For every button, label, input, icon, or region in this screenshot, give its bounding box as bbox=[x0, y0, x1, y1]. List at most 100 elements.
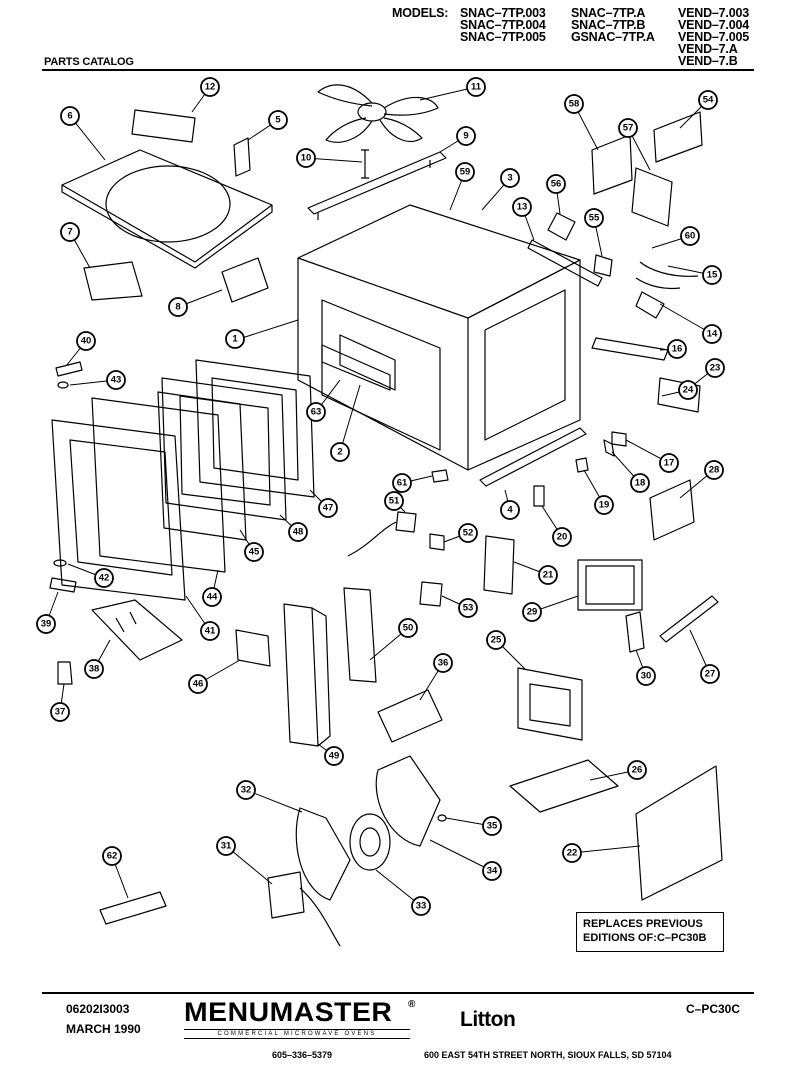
callout-31: 31 bbox=[216, 836, 236, 856]
part-transformer bbox=[517, 667, 583, 741]
part-rail-13 bbox=[527, 239, 603, 287]
callout-17: 17 bbox=[659, 453, 679, 473]
callout-60: 60 bbox=[680, 226, 700, 246]
callout-28: 28 bbox=[704, 460, 724, 480]
model-item: SNAC–7TP.004 bbox=[460, 18, 546, 32]
svg-text:9: 9 bbox=[463, 131, 468, 142]
svg-text:14: 14 bbox=[707, 329, 718, 340]
doc-date: MARCH 1990 bbox=[66, 1022, 141, 1036]
part-53 bbox=[419, 581, 443, 607]
part-36 bbox=[377, 689, 443, 743]
callout-59: 59 bbox=[455, 162, 475, 182]
part-harness bbox=[347, 511, 417, 557]
callout-51: 51 bbox=[384, 491, 404, 511]
callout-52: 52 bbox=[458, 523, 478, 543]
part-wires-15 bbox=[635, 261, 699, 290]
part-26 bbox=[509, 759, 619, 813]
header-rule bbox=[42, 69, 754, 71]
callout-39: 39 bbox=[36, 614, 56, 634]
svg-text:54: 54 bbox=[703, 95, 714, 106]
svg-text:55: 55 bbox=[589, 213, 600, 224]
svg-text:37: 37 bbox=[55, 707, 66, 718]
svg-text:52: 52 bbox=[463, 528, 474, 539]
part-washer-42 bbox=[53, 559, 67, 567]
callout-12: 12 bbox=[200, 77, 220, 97]
callout-30: 30 bbox=[636, 666, 656, 686]
model-item: VEND–7.A bbox=[678, 42, 738, 56]
svg-text:44: 44 bbox=[207, 592, 218, 603]
svg-text:36: 36 bbox=[438, 658, 449, 669]
part-shaft bbox=[361, 149, 369, 179]
callout-55: 55 bbox=[584, 208, 604, 228]
callout-4: 4 bbox=[500, 500, 520, 520]
part-board bbox=[635, 765, 723, 901]
brand-name: MENUMASTER bbox=[184, 997, 393, 1027]
part-washer-43 bbox=[57, 381, 69, 389]
part-door-gasket-47 bbox=[195, 359, 315, 498]
svg-text:25: 25 bbox=[491, 635, 502, 646]
callout-45: 45 bbox=[244, 542, 264, 562]
svg-text:11: 11 bbox=[471, 82, 482, 93]
svg-text:35: 35 bbox=[487, 821, 498, 832]
svg-text:49: 49 bbox=[329, 751, 340, 762]
model-column-1: SNAC–7TP.003 SNAC–7TP.004 SNAC–7TP.005 bbox=[460, 6, 546, 44]
svg-text:12: 12 bbox=[205, 82, 216, 93]
callout-22: 22 bbox=[562, 843, 582, 863]
callout-16: 16 bbox=[667, 339, 687, 359]
svg-text:15: 15 bbox=[707, 270, 718, 281]
part-mesh bbox=[321, 344, 391, 391]
svg-text:39: 39 bbox=[41, 619, 52, 630]
svg-text:33: 33 bbox=[416, 901, 427, 912]
svg-text:2: 2 bbox=[337, 447, 342, 458]
replaces-notice: REPLACES PREVIOUS EDITIONS OF:C–PC30B bbox=[576, 912, 724, 952]
part-top-cover bbox=[61, 149, 273, 269]
callout-36: 36 bbox=[433, 653, 453, 673]
model-item: SNAC–7TP.005 bbox=[460, 30, 546, 44]
svg-text:41: 41 bbox=[205, 626, 216, 637]
part-small-19 bbox=[575, 457, 589, 473]
callout-labels: 1 2 3 4 5 6 7 8 9 10 11 12 13 14 15 16 1… bbox=[36, 77, 725, 916]
svg-text:20: 20 bbox=[557, 532, 568, 543]
part-drawings bbox=[49, 84, 723, 947]
callout-25: 25 bbox=[486, 630, 506, 650]
svg-text:3: 3 bbox=[507, 173, 512, 184]
svg-text:34: 34 bbox=[487, 866, 498, 877]
part-bracket-8 bbox=[221, 257, 269, 303]
callout-42: 42 bbox=[94, 568, 114, 588]
callout-18: 18 bbox=[630, 473, 650, 493]
model-item: SNAC–7TP.003 bbox=[460, 6, 546, 20]
replaces-line-1: REPLACES PREVIOUS bbox=[583, 918, 703, 930]
svg-text:59: 59 bbox=[460, 167, 471, 178]
callout-56: 56 bbox=[546, 174, 566, 194]
callout-46: 46 bbox=[188, 674, 208, 694]
model-item: VEND–7.005 bbox=[678, 30, 749, 44]
part-panel-57 bbox=[631, 167, 673, 227]
callout-10: 10 bbox=[296, 148, 316, 168]
part-hinge-40 bbox=[55, 361, 83, 377]
part-50 bbox=[343, 587, 377, 683]
part-21 bbox=[483, 535, 515, 595]
part-blower-wheel-hub bbox=[359, 827, 381, 857]
svg-text:26: 26 bbox=[632, 765, 643, 776]
callout-27: 27 bbox=[700, 664, 720, 684]
svg-text:8: 8 bbox=[175, 302, 180, 313]
callout-50: 50 bbox=[398, 618, 418, 638]
callout-8: 8 bbox=[168, 297, 188, 317]
part-61 bbox=[431, 469, 449, 483]
callout-48: 48 bbox=[288, 522, 308, 542]
part-motor bbox=[267, 871, 341, 947]
callout-62: 62 bbox=[102, 846, 122, 866]
model-item: SNAC–7TP.B bbox=[571, 18, 646, 32]
svg-text:63: 63 bbox=[311, 407, 322, 418]
svg-text:32: 32 bbox=[241, 785, 252, 796]
part-door-panel-45 bbox=[157, 391, 247, 541]
callout-38: 38 bbox=[84, 659, 104, 679]
svg-text:23: 23 bbox=[710, 363, 721, 374]
models-label: MODELS: bbox=[392, 6, 449, 20]
part-magnetron bbox=[577, 559, 643, 611]
svg-text:50: 50 bbox=[403, 623, 414, 634]
svg-text:48: 48 bbox=[293, 527, 304, 538]
callout-9: 9 bbox=[456, 126, 476, 146]
part-35 bbox=[437, 814, 447, 822]
svg-text:45: 45 bbox=[249, 547, 260, 558]
